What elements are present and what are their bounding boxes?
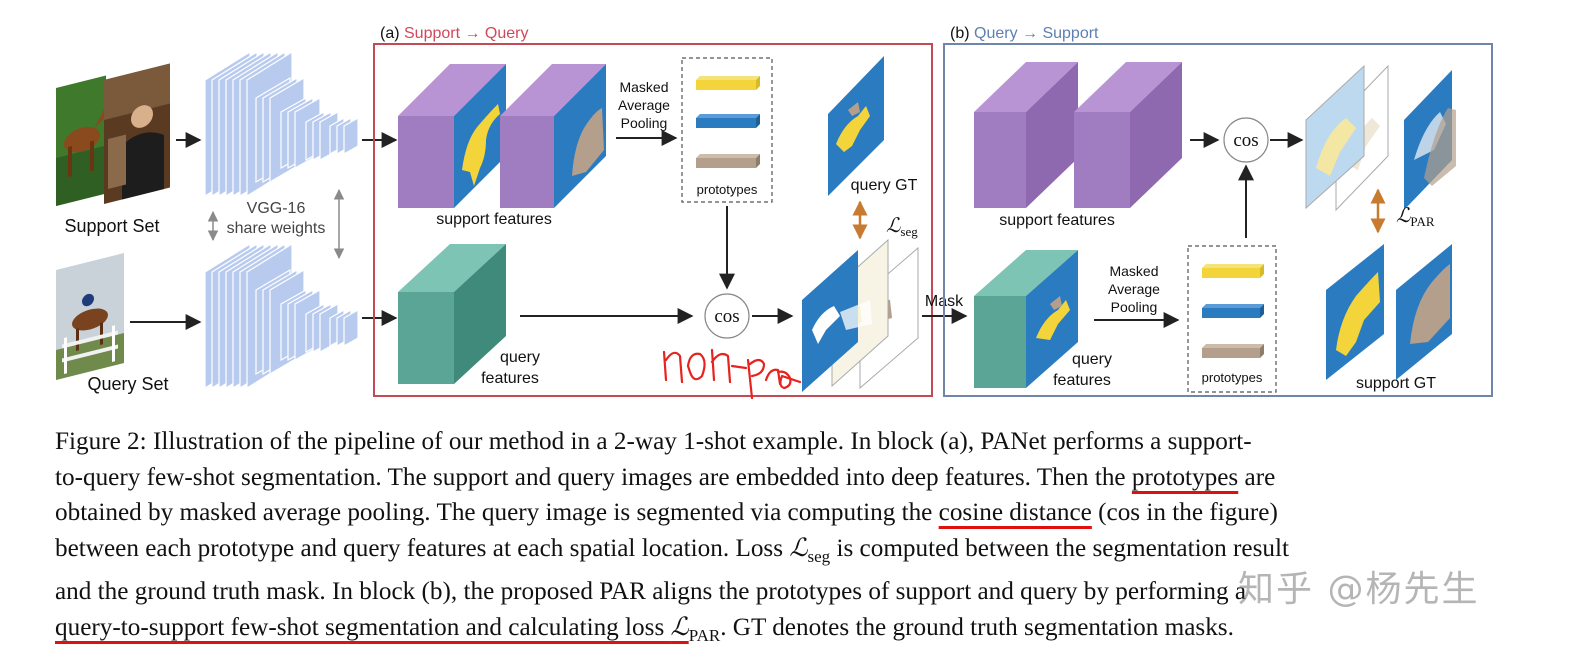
- prototypes-label-b: prototypes: [1202, 370, 1263, 385]
- support-set-images: Support Set: [56, 63, 170, 236]
- panel-b-border: [943, 43, 1493, 397]
- vgg-query-stack: [204, 242, 359, 390]
- prediction-masks-b: [1305, 64, 1456, 212]
- caption-line-1: Figure 2: Illustration of the pipeline o…: [55, 424, 1535, 460]
- support-set-label: Support Set: [64, 216, 159, 236]
- handwritten-non-para: [662, 348, 802, 400]
- share-weights-label: share weights: [227, 220, 326, 237]
- loss-symbol: ℒ: [789, 534, 808, 562]
- caption-line-6: query-to-support few-shot segmentation a…: [55, 610, 1535, 654]
- query-gt-mask: [828, 56, 884, 196]
- caption-text: Figure 2: Illustration of the pipeline o…: [55, 428, 1252, 455]
- caption-line-4: between each prototype and query feature…: [55, 531, 1535, 575]
- support-feature-block-b2: [1074, 62, 1182, 208]
- query-features-label-b1: query: [1072, 351, 1112, 368]
- loss-symbol: ℒ: [670, 614, 689, 641]
- caption-text: (cos in the figure): [1091, 499, 1278, 527]
- prototypes-box-a: prototypes: [681, 57, 773, 203]
- query-features-label-b2: features: [1053, 372, 1111, 389]
- support-gt-masks: [1326, 244, 1452, 380]
- support-image-horse: [56, 75, 108, 206]
- panel-a: (a) Support → Query support features Mas…: [373, 25, 933, 400]
- query-features-label-a1: query: [500, 349, 540, 366]
- loss-seg-label: ℒseg: [886, 215, 918, 239]
- underlined-query-to-support: query-to-support few-shot segmentation a…: [55, 614, 671, 641]
- map-label-b3: Pooling: [1111, 299, 1158, 315]
- caption-text: are: [1238, 463, 1276, 491]
- panel-b-title: (b) Query → Support: [950, 25, 1099, 42]
- map-label-b2: Average: [1108, 281, 1160, 297]
- map-label-b1: Masked: [1109, 263, 1158, 279]
- watermark: 知乎 @杨先生: [1238, 569, 1480, 610]
- panel-a-title: (a) Support → Query: [380, 25, 529, 42]
- support-features-label-b: support features: [999, 212, 1115, 229]
- support-feature-block-2: [500, 64, 606, 208]
- query-features-label-a2: features: [481, 370, 539, 387]
- caption-text: is computed between the segmentation res…: [830, 534, 1290, 562]
- underlined-cosine-distance: cosine distance: [938, 499, 1092, 527]
- cos-label-b: cos: [1233, 130, 1258, 151]
- pipeline-diagram: Support Set Query Set: [56, 25, 1493, 400]
- vgg-label: VGG-16: [247, 200, 306, 217]
- prediction-masks-a: [802, 238, 919, 392]
- caption-text: . GT denotes the ground truth segmentati…: [720, 614, 1234, 641]
- map-label-a2: Average: [618, 97, 670, 113]
- query-set-images: Query Set: [56, 253, 169, 394]
- prototypes-box-b: prototypes: [1187, 245, 1277, 393]
- caption-line-5: and the ground truth mask. In block (b),…: [55, 574, 1535, 610]
- query-image: [56, 253, 124, 380]
- support-features-label-a: support features: [436, 211, 552, 228]
- query-set-label: Query Set: [87, 374, 168, 394]
- map-label-a3: Pooling: [621, 115, 668, 131]
- caption-text: and the ground truth mask. In block (b),…: [55, 578, 1247, 606]
- caption-line-3: obtained by masked average pooling. The …: [55, 495, 1535, 531]
- query-gt-label: query GT: [851, 177, 918, 194]
- panel-a-border: [373, 43, 933, 397]
- support-gt-label: support GT: [1356, 375, 1436, 392]
- caption-text: to-query few-shot segmentation. The supp…: [55, 463, 1132, 491]
- loss-par-label: ℒPAR: [1396, 205, 1435, 229]
- prototypes-label-a: prototypes: [697, 182, 758, 197]
- map-label-a1: Masked: [619, 79, 668, 95]
- query-feature-block-b: [974, 250, 1078, 388]
- cos-node-b: [1223, 117, 1269, 163]
- support-feature-block-b1: [974, 62, 1078, 208]
- caption-line-2: to-query few-shot segmentation. The supp…: [55, 460, 1535, 496]
- cos-node-a: [704, 293, 750, 339]
- loss-subscript: seg: [807, 546, 831, 566]
- panel-b: (b) Query → Support support features cos: [943, 25, 1493, 397]
- loss-subscript: PAR: [688, 626, 721, 646]
- caption-text: obtained by masked average pooling. The …: [55, 499, 939, 527]
- figure-caption: Figure 2: Illustration of the pipeline o…: [55, 424, 1535, 654]
- underlined-prototypes: prototypes: [1131, 463, 1239, 491]
- caption-text: between each prototype and query feature…: [55, 534, 790, 562]
- cos-label-a: cos: [714, 306, 739, 327]
- support-feature-block-1: [398, 64, 506, 208]
- support-image-person: [104, 63, 170, 204]
- query-feature-block-a: [398, 244, 506, 384]
- vgg-support-stack: [204, 50, 359, 198]
